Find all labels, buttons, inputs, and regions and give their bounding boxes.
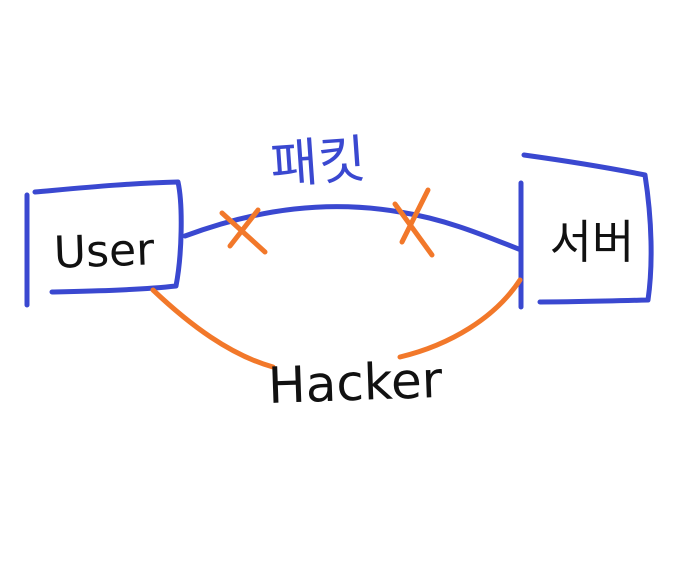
packet-label: 패킷	[268, 130, 368, 197]
user-box-border	[24, 179, 184, 308]
blocked-mark-left	[219, 207, 268, 255]
packet-connection-line	[182, 204, 524, 253]
server-label: 서버	[550, 215, 635, 269]
hacker-label: Hacker	[267, 351, 444, 415]
user-box	[24, 179, 184, 308]
hacker-path-left	[150, 287, 276, 370]
server-box	[518, 152, 654, 310]
server-box-border	[518, 152, 654, 310]
user-label: User	[53, 224, 156, 279]
hacker-path-right	[397, 277, 523, 360]
blocked-mark-right	[392, 187, 435, 258]
